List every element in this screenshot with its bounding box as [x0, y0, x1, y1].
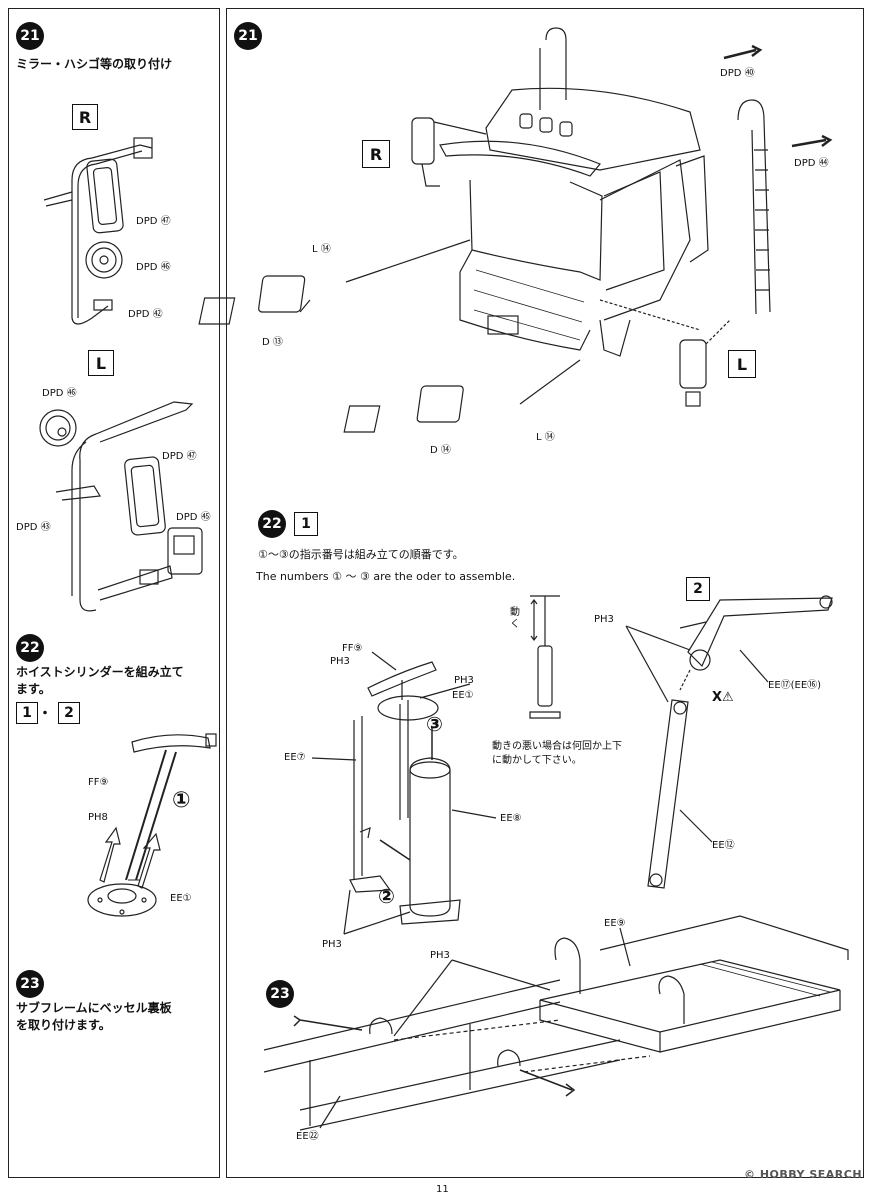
r-part-47: DPD ㊼ [136, 216, 171, 227]
right-panel-frame [226, 8, 864, 1178]
step-23-title-line2: を取り付けます。 [16, 1018, 111, 1032]
part-l14-upper: L ⑭ [312, 244, 331, 255]
order-mark-1-left: ① [172, 788, 191, 813]
part-dpd44: DPD ㊹ [794, 158, 829, 169]
part-ee1-left: EE① [170, 893, 192, 904]
sub-step-2-box: 2 [58, 702, 80, 724]
step-23-number-left: 23 [16, 970, 44, 998]
part-ee9: EE⑨ [604, 918, 626, 929]
part-ee17-ee16: EE⑰(EE⑯) [768, 680, 822, 691]
step-23-title-line1: サブフレームにベッセル裏板 [16, 1001, 172, 1015]
part-ph3-e: PH3 [430, 950, 450, 961]
assembly-order-note-en: The numbers ① ～ ③ are the oder to assemb… [256, 570, 516, 583]
part-ee8: EE⑧ [500, 813, 522, 824]
no-glue-warning-icon: X⚠ [712, 690, 734, 705]
r-part-42: DPD ㊷ [128, 309, 163, 320]
watermark: © HOBBY SEARCH [744, 1168, 863, 1181]
l-mirror-illustration [39, 401, 203, 612]
sub-step-2-right: 2 [686, 577, 710, 601]
side-l-label-right: L [728, 350, 756, 378]
sub-step-1-right: 1 [294, 512, 318, 536]
subframe-illustration [263, 915, 849, 1131]
part-ff9-left: FF⑨ [88, 777, 109, 788]
sub-step-1-box: 1 [16, 702, 38, 724]
part-ph3-b: PH3 [454, 675, 474, 686]
step-22-title-line2: ます。 [16, 682, 51, 696]
hoist-cylinder-assembly-illustration [311, 595, 561, 935]
part-ee1-right: EE① [452, 690, 474, 701]
part-ff9-right: FF⑨ [342, 643, 363, 654]
side-r-label-right: R [362, 140, 390, 168]
part-d14: D ⑭ [430, 445, 451, 456]
step-21-title: ミラー・ハシゴ等の取り付け [16, 57, 173, 71]
step-22-number-right: 22 [258, 510, 286, 538]
part-ph8: PH8 [88, 812, 108, 823]
l-part-43: DPD ㊸ [16, 522, 51, 533]
part-l14-lower: L ⑭ [536, 432, 555, 443]
truck-cab-illustration [198, 27, 833, 433]
left-panel-frame [8, 8, 220, 1178]
hoist-cylinder-part1-illustration [87, 733, 217, 917]
step-22-title-line1: ホイストシリンダーを組み立て [16, 665, 184, 679]
sub-step-separator: ・ [38, 706, 52, 722]
l-part-45: DPD ㊺ [176, 512, 211, 523]
part-ee7: EE⑦ [284, 752, 306, 763]
step-21-number-left: 21 [16, 22, 44, 50]
step-22-number-left: 22 [16, 634, 44, 662]
part-ee22: EE㉒ [296, 1131, 319, 1142]
operation-tip: 動きの悪い場合は何回か上下に動かして下さい。 [492, 741, 622, 766]
assembly-order-note-jp: ①～③の指示番号は組み立ての順番です。 [258, 548, 464, 561]
l-part-47: DPD ㊼ [162, 451, 197, 462]
side-r-label-left: R [72, 104, 98, 130]
part-ph3-a: PH3 [330, 656, 350, 667]
move-label: 動く [510, 607, 520, 630]
step-21-number-right: 21 [234, 22, 262, 50]
page-number: 11 [436, 1184, 449, 1195]
step-23-number-right: 23 [266, 980, 294, 1008]
r-mirror-illustration [43, 137, 153, 325]
part-d13: D ⑬ [262, 337, 283, 348]
part-ph3-c: PH3 [322, 939, 342, 950]
part-ph3-d: PH3 [594, 614, 614, 625]
r-part-46: DPD ㊻ [136, 262, 171, 273]
l-part-46: DPD ㊻ [42, 388, 77, 399]
part-ee12: EE⑫ [712, 840, 735, 851]
hoist-arm-illustration [625, 595, 833, 889]
order-mark-3: ③ [426, 712, 443, 736]
side-l-label-left: L [88, 350, 114, 376]
part-dpd40: DPD ㊵ [720, 68, 755, 79]
